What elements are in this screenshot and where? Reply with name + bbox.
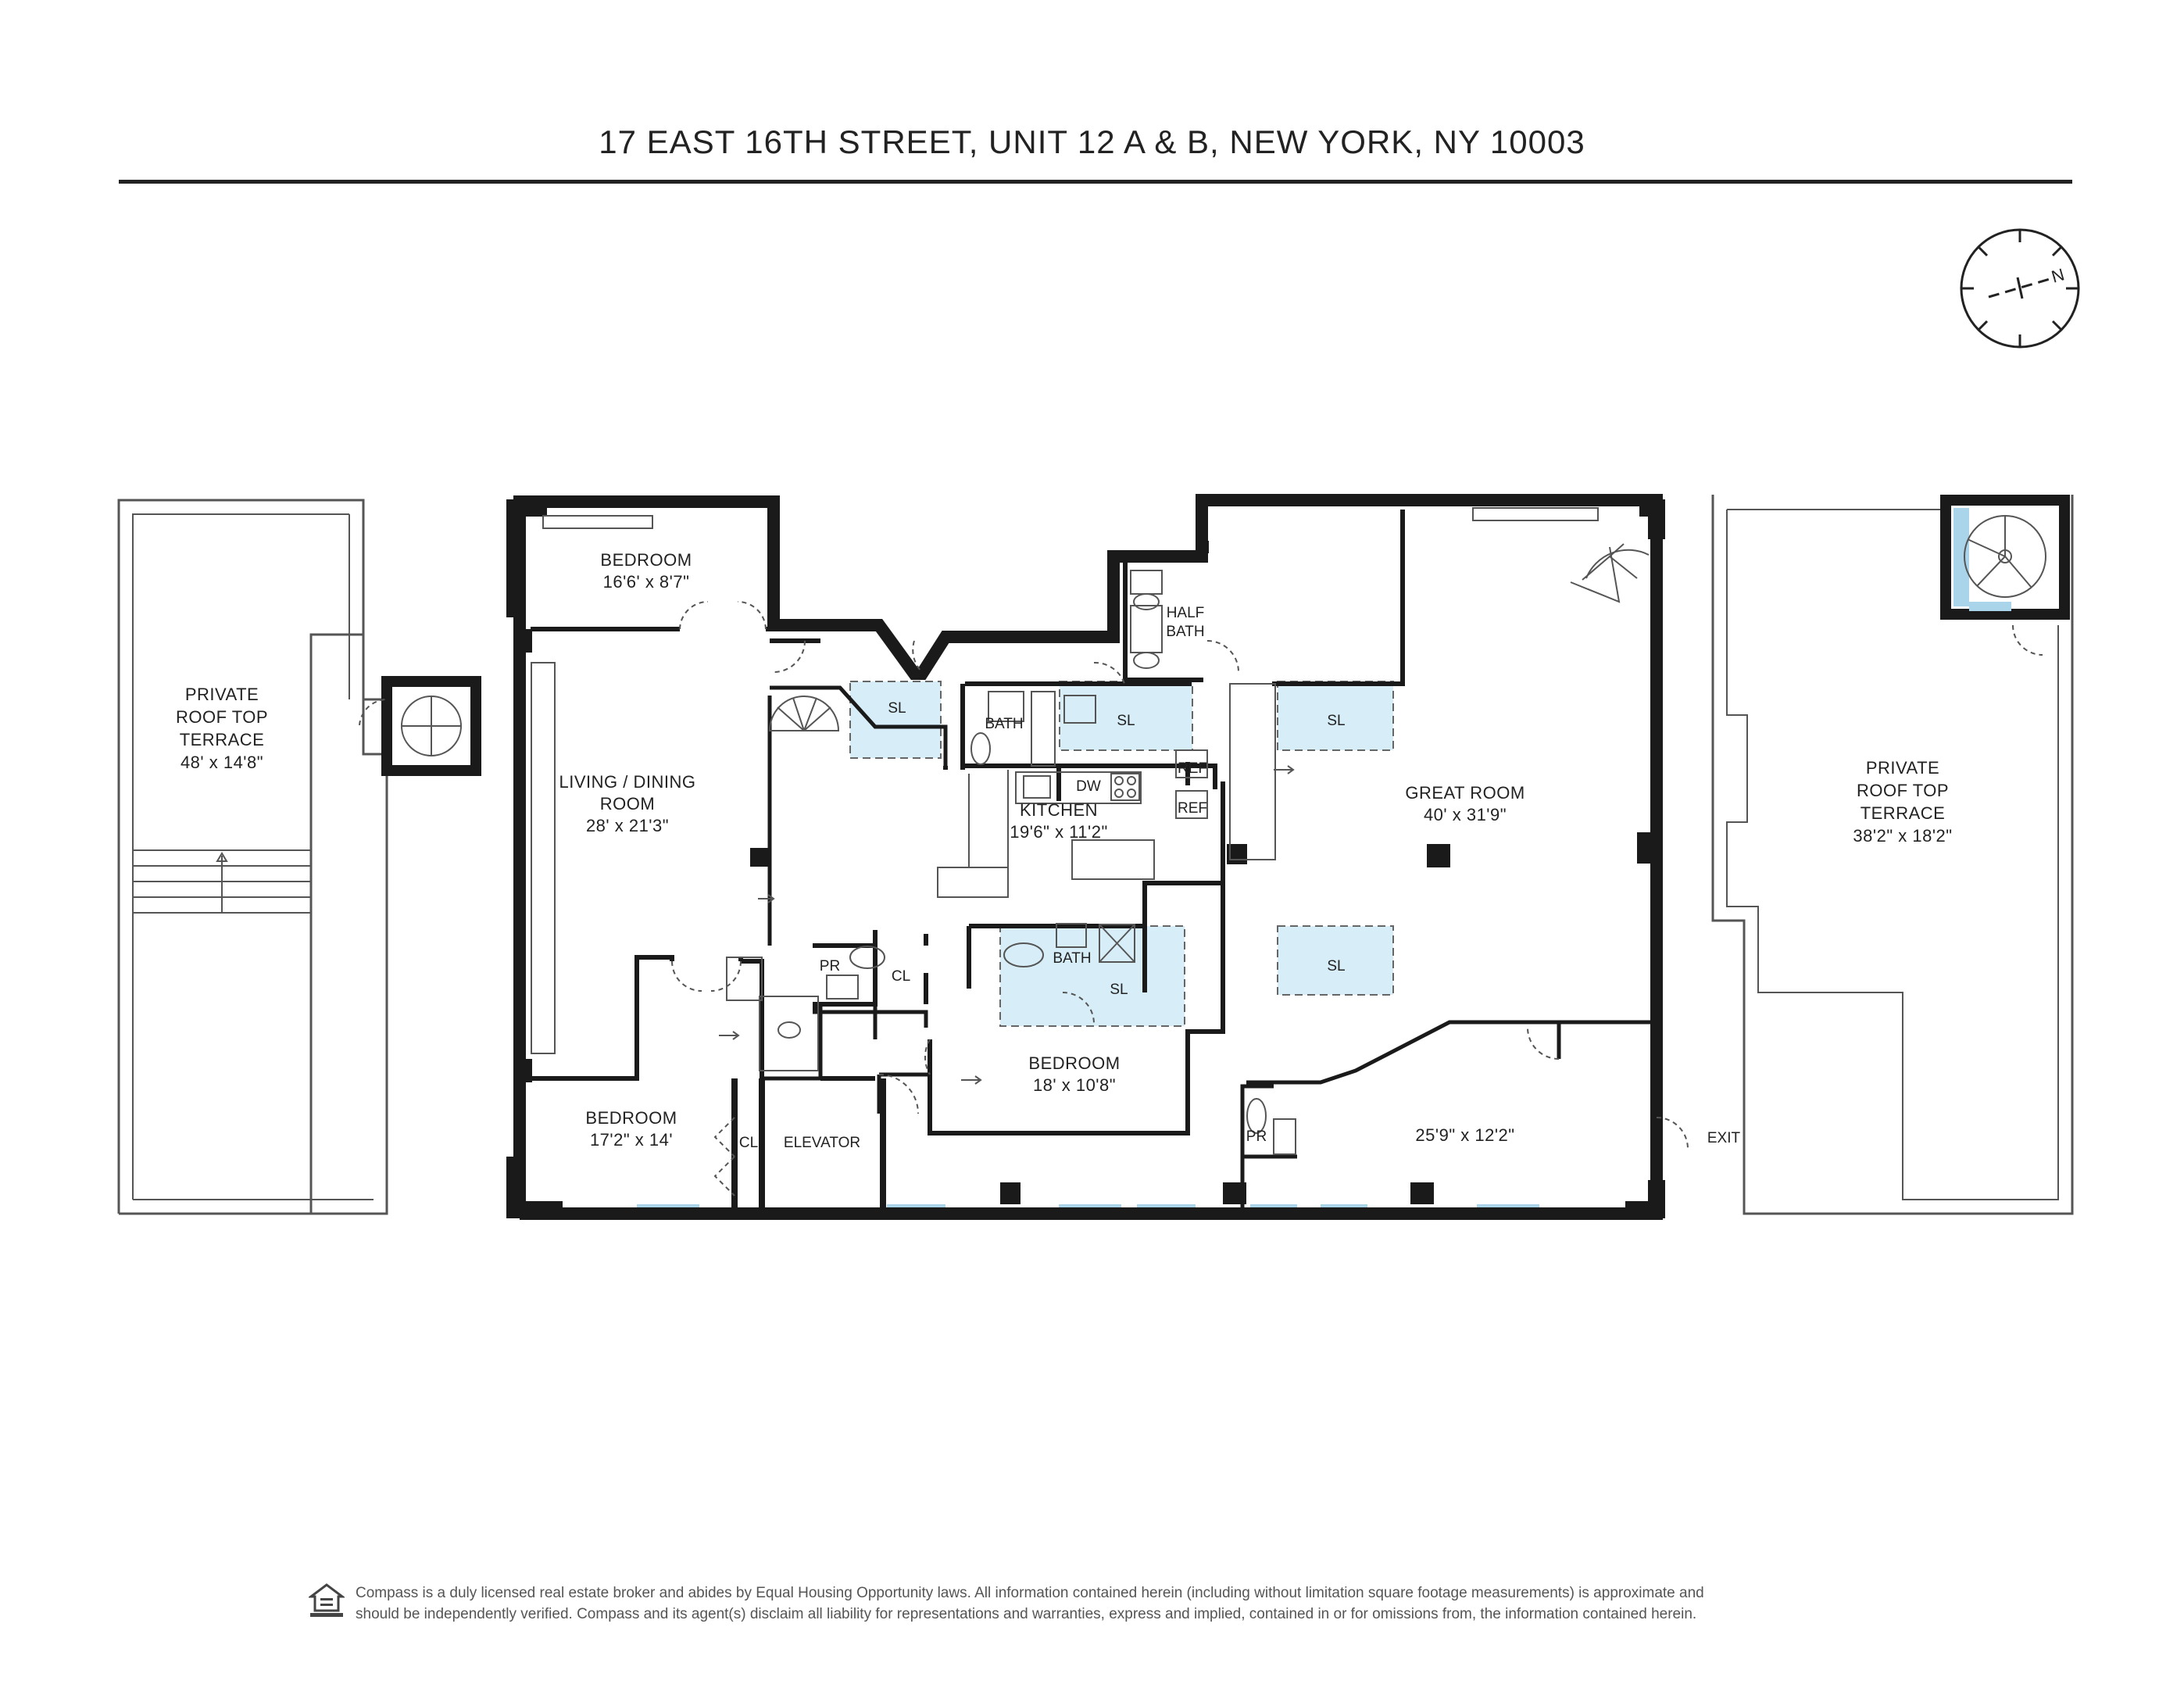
doors bbox=[671, 601, 1689, 1196]
sl-label-2: SL bbox=[1117, 713, 1135, 729]
walls bbox=[506, 494, 1665, 1220]
skylight-3 bbox=[1277, 681, 1394, 751]
left-terrace-dims: 48' x 14'8" bbox=[181, 753, 263, 772]
living-name-1: LIVING / DINING bbox=[559, 772, 696, 792]
bedroom-closet bbox=[542, 515, 653, 529]
compass-icon: N bbox=[1960, 228, 2080, 349]
skylight-2 bbox=[1059, 681, 1193, 751]
cl-label-1: CL bbox=[892, 968, 910, 985]
skylight-4 bbox=[999, 925, 1185, 1027]
arrow-icons bbox=[719, 765, 1295, 1085]
right-terrace: PRIVATE ROOF TOP TERRACE 38'2" x 18'2" bbox=[1711, 495, 2074, 1215]
spiral-stair-icon bbox=[768, 543, 1650, 731]
skylight-1 bbox=[849, 681, 942, 759]
kitchen-name: KITCHEN bbox=[1020, 800, 1098, 820]
pr-label-2: PR bbox=[1246, 1128, 1267, 1145]
bedroom-top-name: BEDROOM bbox=[600, 550, 692, 570]
bath-fixtures bbox=[726, 570, 1296, 1155]
living-dims: 28' x 21'3" bbox=[586, 816, 669, 835]
half-bath-label-1: HALF bbox=[1167, 605, 1205, 621]
interior-walls bbox=[531, 510, 1657, 1214]
elevator-label: ELEVATOR bbox=[784, 1135, 860, 1151]
right-terrace-dims: 38'2" x 18'2" bbox=[1853, 826, 1952, 846]
skylight-5 bbox=[1277, 925, 1394, 996]
left-terrace-label-2: ROOF TOP bbox=[176, 707, 268, 727]
skylights bbox=[849, 681, 1394, 1027]
great-room-dims: 40' x 31'9" bbox=[1424, 805, 1507, 824]
bedroom-bl-dims: 17'2" x 14' bbox=[590, 1130, 673, 1150]
bath-label: BATH bbox=[985, 716, 1023, 732]
sl-label-1: SL bbox=[888, 700, 906, 717]
living-name-2: ROOM bbox=[600, 794, 655, 814]
title-rule bbox=[119, 180, 2072, 184]
sl-label-5: SL bbox=[1327, 958, 1345, 975]
bath2-label: BATH bbox=[1053, 950, 1091, 967]
page-title: 17 EAST 16TH STREET, UNIT 12 A & B, NEW … bbox=[599, 123, 1585, 160]
disclaimer-line-2: should be independently verified. Compas… bbox=[356, 1606, 1697, 1622]
left-terrace-label-3: TERRACE bbox=[180, 730, 265, 749]
cl-label-2: CL bbox=[739, 1135, 758, 1151]
pr-label-1: PR bbox=[820, 958, 840, 975]
bedroom-center-name: BEDROOM bbox=[1028, 1053, 1120, 1073]
bedroom-bl-name: BEDROOM bbox=[585, 1108, 677, 1128]
right-terrace-label-2: ROOF TOP bbox=[1857, 781, 1949, 800]
kitchen-fixtures bbox=[937, 683, 1276, 898]
exit-label: EXIT bbox=[1707, 1130, 1741, 1146]
ref-label-1: REF bbox=[1178, 760, 1207, 777]
built-in-shelf bbox=[531, 662, 556, 1054]
half-bath-label-2: BATH bbox=[1166, 624, 1204, 640]
dw-label: DW bbox=[1076, 778, 1101, 795]
right-terrace-label-3: TERRACE bbox=[1861, 803, 1946, 823]
lower-right-room-dims: 25'9" x 12'2" bbox=[1415, 1125, 1514, 1145]
windows bbox=[515, 494, 1661, 1214]
sl-label-4: SL bbox=[1110, 982, 1128, 998]
great-room-name: GREAT ROOM bbox=[1405, 783, 1525, 803]
disclaimer-line-1: Compass is a duly licensed real estate b… bbox=[356, 1585, 1704, 1601]
bedroom-center-dims: 18' x 10'8" bbox=[1033, 1075, 1116, 1095]
compass-north-label: N bbox=[2049, 264, 2067, 287]
ref-label-2: REF bbox=[1178, 800, 1207, 817]
great-room-closet bbox=[1472, 507, 1599, 521]
left-terrace-label-1: PRIVATE bbox=[185, 685, 259, 704]
kitchen-dims: 19'6" x 11'2" bbox=[1010, 822, 1108, 842]
disclaimer-text: Compass is a duly licensed real estate b… bbox=[356, 1582, 1911, 1625]
left-terrace: PRIVATE ROOF TOP TERRACE 48' x 14'8" bbox=[117, 499, 481, 1215]
equal-housing-icon bbox=[309, 1583, 345, 1617]
right-terrace-label-1: PRIVATE bbox=[1866, 758, 1939, 778]
bedroom-top-dims: 16'6' x 8'7" bbox=[603, 572, 690, 592]
sl-label-3: SL bbox=[1327, 713, 1345, 729]
